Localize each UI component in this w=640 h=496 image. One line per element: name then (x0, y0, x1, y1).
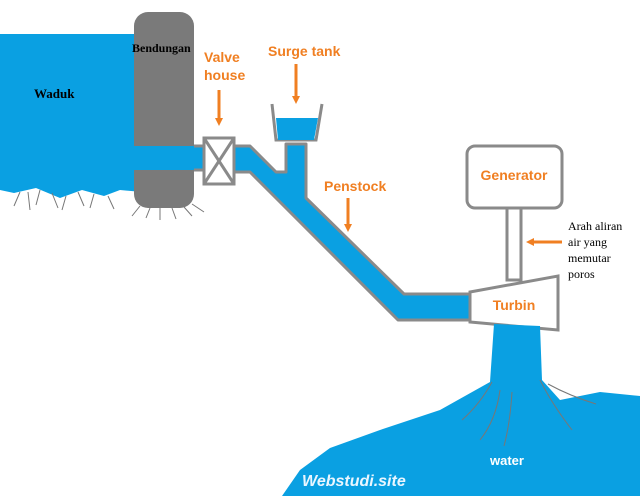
generator-shaft (505, 206, 523, 282)
reservoir-water (0, 34, 142, 198)
penstock-pipe (232, 142, 472, 322)
generator-label: Generator (481, 167, 548, 183)
turbine-body (468, 274, 560, 332)
outflow-water (282, 324, 640, 496)
dam-roots (131, 203, 205, 220)
surge-tank-water (276, 118, 318, 140)
annotation-arrows (215, 64, 562, 246)
outflow-roots (461, 379, 597, 447)
intake-tunnel (134, 146, 208, 170)
valve-house (202, 136, 236, 186)
flow-note-line2: air yang (568, 235, 607, 249)
reservoir-ground-roots (13, 189, 115, 211)
flow-note: Arah aliran air yang memutar poros (568, 219, 622, 281)
surge-tank-label: Surge tank (268, 43, 341, 59)
valve-house-label-line1: Valve (204, 49, 240, 65)
flow-note-line3: memutar (568, 251, 611, 265)
dam-label: Bendungan (132, 41, 191, 55)
water-label: water (489, 453, 524, 468)
turbine-label: Turbin (493, 297, 536, 313)
flow-note-line1: Arah aliran (568, 219, 622, 233)
flow-note-line4: poros (568, 267, 595, 281)
penstock-label: Penstock (324, 178, 386, 194)
reservoir-label: Waduk (34, 86, 75, 101)
valve-house-label-line2: house (204, 67, 245, 83)
watermark: Webstudi.site (302, 473, 406, 490)
